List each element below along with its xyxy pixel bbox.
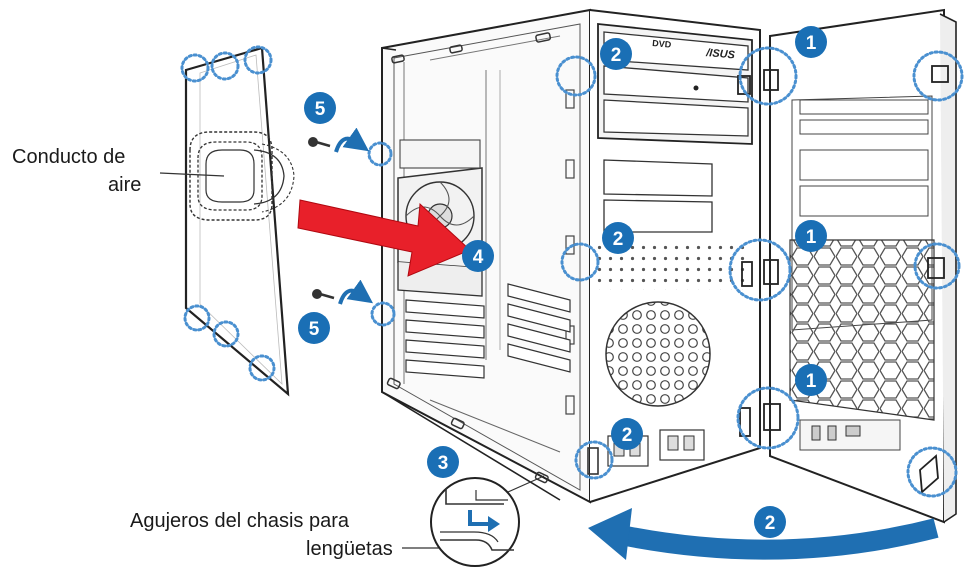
step-badge-2: 2 [754, 506, 786, 538]
expansion-slots [405, 283, 571, 453]
step-badge-4: 4 [462, 240, 494, 272]
svg-text:1: 1 [806, 33, 817, 54]
front-fan-grille [605, 301, 711, 407]
step-badge-1: 1 [795, 26, 827, 58]
svg-text:2: 2 [611, 45, 622, 66]
drive-bay-3-5 [603, 159, 713, 233]
magnifier-inset [430, 477, 520, 567]
step-badge-2: 2 [602, 222, 634, 254]
screw-icon [308, 137, 331, 148]
optical-drive-bay: /ISUS DVD [597, 23, 753, 145]
step-badge-5: 5 [304, 92, 336, 124]
air-duct-label-line2: aire [108, 174, 142, 196]
step-badge-1: 1 [795, 220, 827, 252]
svg-text:1: 1 [806, 371, 817, 392]
step-badge-5: 5 [298, 312, 330, 344]
tab-holes-label-line1: Agujeros del chasis para [130, 510, 350, 532]
rotate-arrow-icon [588, 508, 939, 560]
air-duct-label-line1: Conducto de [12, 146, 126, 168]
svg-text:4: 4 [473, 247, 484, 268]
air-duct [189, 131, 295, 221]
air-duct-leader [159, 172, 225, 177]
front-panel [737, 8, 957, 524]
drive-brand-label: /ISUS [705, 47, 736, 62]
screw-icon [312, 289, 335, 300]
magnifier-pointer [507, 475, 545, 493]
svg-text:5: 5 [309, 319, 320, 340]
svg-text:2: 2 [622, 425, 633, 446]
side-panel [184, 46, 290, 397]
step-badge-2: 2 [611, 418, 643, 450]
step-badge-1: 1 [795, 364, 827, 396]
step-badge-2: 2 [600, 38, 632, 70]
curved-arrow-icon [338, 279, 374, 305]
svg-text:1: 1 [806, 227, 817, 248]
svg-text:DVD: DVD [652, 38, 672, 50]
svg-text:2: 2 [765, 513, 776, 534]
step-badge-3: 3 [427, 446, 459, 478]
right-arrow-icon [297, 199, 471, 277]
svg-text:2: 2 [613, 229, 624, 250]
tab-callouts [180, 45, 964, 498]
svg-text:3: 3 [438, 453, 449, 474]
curved-arrow-icon [334, 127, 370, 153]
tab-holes-label-line2: lengüetas [306, 538, 393, 560]
svg-text:5: 5 [315, 99, 326, 120]
